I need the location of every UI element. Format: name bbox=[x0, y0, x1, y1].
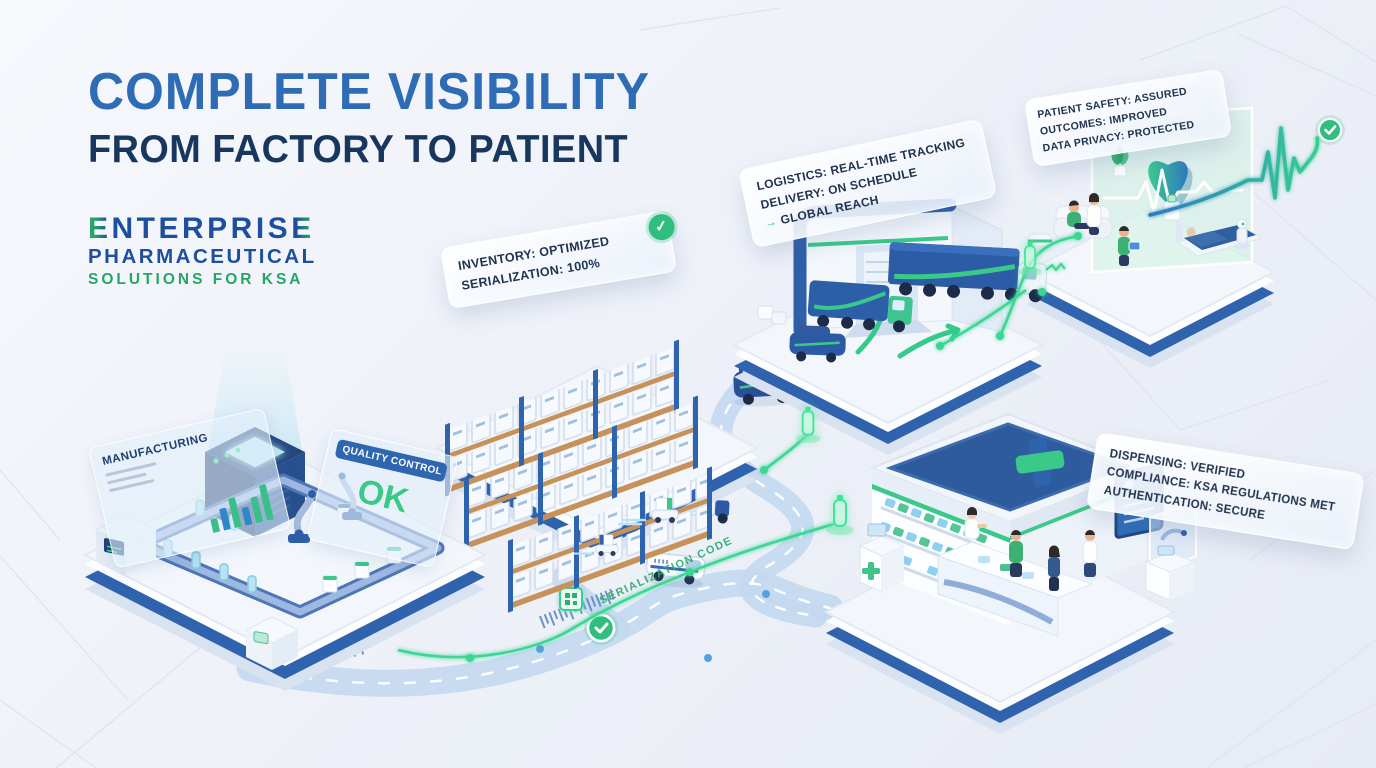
page-title: COMPLETE VISIBILITY bbox=[88, 63, 650, 121]
scanner-station bbox=[244, 616, 300, 670]
check-circle-icon bbox=[584, 611, 618, 645]
agv-robot bbox=[618, 497, 679, 526]
warehouse-racks bbox=[445, 339, 712, 613]
qr-code-icon bbox=[559, 587, 583, 611]
vial-checkpoint-icon bbox=[795, 241, 1042, 535]
pharmacy-figures bbox=[964, 507, 1098, 591]
van-blue-2 bbox=[789, 325, 846, 363]
med-cabinet bbox=[858, 523, 906, 593]
dna-icon bbox=[1045, 262, 1066, 272]
check-circle-icon bbox=[1315, 115, 1345, 145]
page-subtitle: FROM FACTORY TO PATIENT bbox=[88, 128, 629, 171]
side-counter bbox=[1144, 545, 1196, 601]
logo-line-2: PHARMACEUTICAL bbox=[88, 244, 317, 268]
pharmacy-building bbox=[858, 412, 1197, 637]
delivery-van-white bbox=[643, 551, 706, 588]
pharmacy-cross-icon bbox=[1015, 437, 1065, 487]
mini-bar-chart bbox=[205, 483, 274, 533]
path-nodes bbox=[466, 232, 1082, 662]
logo-line-1: ENTERPRISE bbox=[88, 212, 315, 245]
ekg-line bbox=[1148, 126, 1320, 217]
company-logo: ENTERPRISE PHARMACEUTICAL SOLUTIONS FOR … bbox=[88, 212, 317, 288]
box-truck-icon bbox=[807, 280, 913, 333]
logo-line-3: SOLUTIONS FOR KSA bbox=[88, 270, 304, 288]
agv-robot bbox=[573, 534, 619, 557]
green-cross-icon bbox=[862, 562, 880, 580]
plant-icon bbox=[1111, 147, 1129, 177]
arrow-right-icon: → bbox=[763, 214, 779, 231]
patient-care-figures bbox=[1027, 147, 1264, 266]
robot-arm-icon bbox=[288, 490, 316, 543]
